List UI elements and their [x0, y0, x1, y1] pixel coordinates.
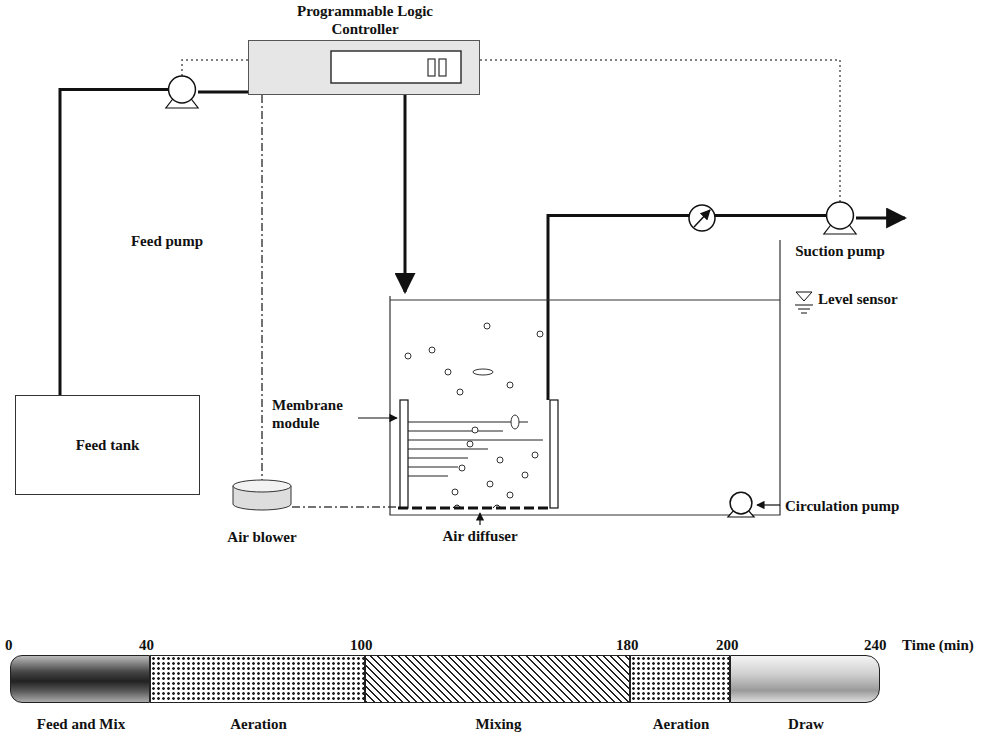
- air-blower: Air blower: [232, 478, 292, 510]
- reactor-tank: [390, 240, 780, 515]
- node-label: Aeration: [611, 715, 751, 733]
- leader-line: [358, 417, 397, 418]
- module-symbol: [400, 400, 558, 508]
- water-level: [390, 300, 780, 301]
- node-label: Suction pump: [775, 242, 905, 260]
- pump-symbol: [166, 76, 198, 108]
- node-label: Membrane module: [272, 396, 356, 432]
- time-label: 180: [616, 636, 639, 654]
- node-label: Feed pump: [112, 232, 222, 250]
- feed-pump: Feed pump: [166, 76, 198, 108]
- phase-band: Aeration: [630, 655, 730, 703]
- plc-box: Programmable Logic Controller: [248, 40, 480, 95]
- control-signal-line: [292, 506, 398, 508]
- air-diffuser: Air diffuser: [398, 503, 552, 511]
- phase-band: Mixing: [365, 655, 630, 703]
- node-label: Air blower: [207, 528, 317, 546]
- node-label: Feed tank: [72, 432, 144, 458]
- leader-line: [757, 504, 780, 505]
- pipe-line: [548, 215, 826, 400]
- feed-pipe: [198, 92, 405, 292]
- time-label: 240: [864, 636, 887, 654]
- time-label: 0: [5, 636, 13, 654]
- phase-band: Feed and Mix: [10, 655, 150, 703]
- pump-symbol: [824, 202, 856, 234]
- membrane-module: Membrane module: [400, 400, 558, 508]
- phase-band: Aeration: [150, 655, 365, 703]
- time-label: 200: [716, 636, 739, 654]
- level-sensor-symbol: [795, 292, 813, 313]
- time-label: 100: [350, 636, 373, 654]
- node-label: Programmable Logic Controller: [290, 2, 440, 38]
- control-signal-line: [182, 60, 248, 78]
- node-label: Draw: [711, 715, 901, 733]
- node-label: Air diffuser: [420, 527, 540, 545]
- leader-line: [479, 513, 480, 525]
- node-label: Mixing: [346, 715, 651, 733]
- blower-symbol: [232, 478, 292, 510]
- pressure-gauge: [689, 205, 715, 231]
- node-label: Circulation pump: [785, 497, 945, 515]
- time-label: 40: [139, 636, 154, 654]
- permeate-outlet: [856, 217, 905, 220]
- node-label: Feed and Mix: [0, 715, 171, 733]
- sensor-label: Level sensor: [818, 290, 898, 308]
- control-signal-line: [261, 95, 263, 480]
- circulation-pump: Circulation pump: [728, 493, 754, 517]
- phase-band: Draw: [730, 655, 880, 703]
- plc-symbol: [248, 40, 480, 95]
- suction-pump: Suction pump: [824, 202, 856, 234]
- pump-symbol: [728, 493, 754, 517]
- feed-tank: Feed tank: [15, 395, 200, 495]
- node-label: Aeration: [131, 715, 386, 733]
- control-signal-line: [480, 60, 840, 204]
- diffuser-symbol: [398, 503, 552, 511]
- air-bubbles: [405, 323, 543, 395]
- time-label: Time (min): [902, 636, 974, 654]
